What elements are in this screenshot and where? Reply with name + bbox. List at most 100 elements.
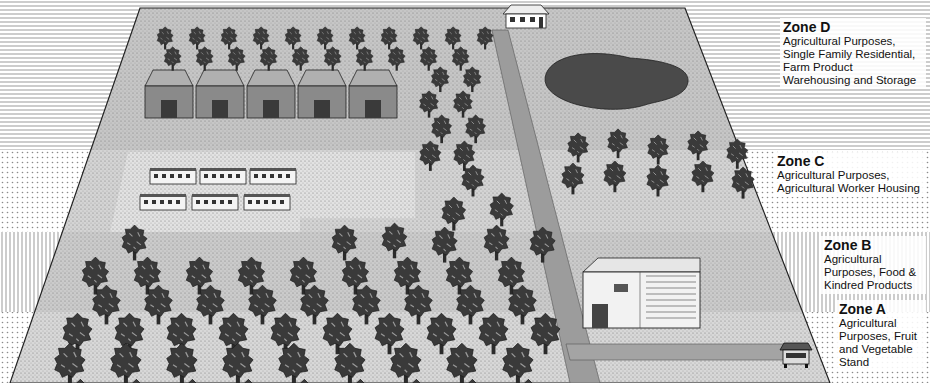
trailer-window (144, 200, 148, 204)
tree (531, 313, 560, 354)
tree (530, 227, 555, 263)
warehouse-door (314, 100, 330, 118)
field-outline (10, 8, 830, 383)
tree (445, 27, 461, 50)
tree (167, 343, 197, 383)
trailer (192, 194, 238, 210)
trailer (200, 168, 246, 184)
tree (420, 47, 437, 71)
tree (381, 27, 397, 50)
warehouse-door (212, 100, 228, 118)
trailer-window (220, 200, 224, 204)
trailer-body (150, 170, 196, 184)
tree (324, 47, 341, 71)
zone-heading: Zone C (777, 153, 923, 169)
tree (477, 27, 493, 50)
tree (727, 139, 748, 169)
trailer-window (228, 174, 232, 178)
trailer-window (236, 174, 240, 178)
tree (457, 285, 485, 324)
trailer-window (220, 174, 224, 178)
tree (648, 135, 669, 165)
warehouse-door (365, 100, 381, 118)
tree (317, 27, 333, 50)
warehouse-door (263, 100, 279, 118)
trailer-roof (140, 194, 186, 197)
warehouse (196, 70, 244, 118)
trailer-window (176, 200, 180, 204)
tree (509, 285, 537, 324)
worker-housing-group (140, 168, 296, 210)
tree (568, 133, 589, 163)
warehouse-roof (298, 70, 346, 86)
warehouse-group (145, 70, 397, 118)
tree (344, 379, 376, 383)
tree (562, 163, 584, 194)
tree (608, 129, 629, 158)
trailer-window (162, 174, 166, 178)
trailer-window (264, 200, 268, 204)
tree (197, 285, 225, 324)
tree (260, 47, 277, 71)
trailer-window (212, 200, 216, 204)
trailer-body (200, 170, 246, 184)
tree (604, 161, 626, 192)
zone-heading: Zone B (824, 237, 923, 253)
tree (456, 379, 488, 383)
trailer-body (250, 170, 296, 184)
orchard (55, 27, 754, 383)
trailer-window (248, 200, 252, 204)
trailer-window (168, 200, 172, 204)
tree (301, 285, 329, 324)
tree (288, 379, 320, 383)
tree (253, 27, 269, 50)
zone-label: Zone CAgricultural Purposes, Agricultura… (774, 152, 926, 197)
warehouse-wall (349, 86, 397, 118)
tree (189, 27, 205, 50)
trailer-roof (192, 194, 238, 197)
tree (463, 67, 481, 92)
zone-description: Agricultural Purposes, Food & Kindred Pr… (824, 253, 923, 292)
tree (93, 285, 121, 324)
trailer-window (154, 174, 158, 178)
zone-label: Zone DAgricultural Purposes, Single Fami… (780, 18, 926, 89)
tree (388, 47, 405, 71)
tree (452, 47, 469, 71)
warehouse-door (161, 100, 177, 118)
trailer-roof (244, 194, 290, 197)
tree (432, 227, 457, 263)
trailer-window (262, 174, 266, 178)
warehouse-roof (196, 70, 244, 86)
zone-description: Agricultural Purposes, Agricultural Work… (777, 169, 923, 195)
warehouse (247, 70, 295, 118)
tree (228, 47, 245, 71)
zone-heading: Zone D (783, 19, 923, 35)
trailer (150, 168, 196, 184)
tree (503, 343, 533, 383)
tree (692, 161, 714, 192)
tree (454, 91, 473, 118)
tree (122, 225, 147, 260)
trailer-body (192, 196, 238, 210)
trailer-window (270, 174, 274, 178)
trailer (250, 168, 296, 184)
tree (120, 379, 152, 383)
trailer-roof (150, 168, 196, 171)
trailer-window (204, 174, 208, 178)
tree (356, 47, 373, 71)
tree (64, 379, 96, 383)
trailer-window (196, 200, 200, 204)
trailer-window (228, 200, 232, 204)
tree (462, 165, 484, 197)
tree (466, 115, 486, 143)
tree (431, 67, 449, 92)
tree (292, 47, 309, 71)
trailer-window (286, 174, 290, 178)
trailer-body (244, 196, 290, 210)
fruit-stand (780, 343, 812, 368)
tree (391, 343, 421, 383)
tree (400, 379, 432, 383)
tree (353, 285, 381, 324)
tree (111, 343, 141, 383)
